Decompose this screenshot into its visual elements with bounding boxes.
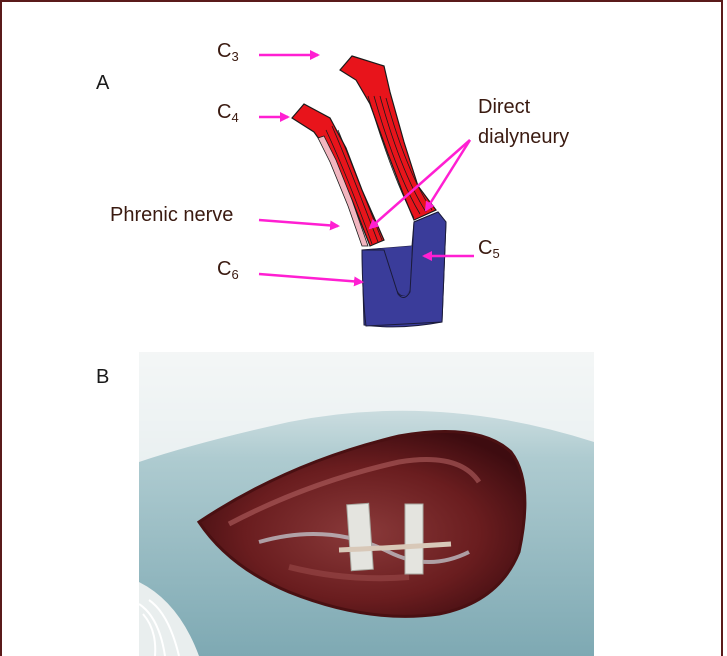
arrow-c6 [258,272,364,287]
arrow-dialyneury-right [424,139,472,212]
phrenic-nerve-strand [317,135,369,247]
panel-label-a: A [96,72,110,94]
label-c5: C5 [478,237,500,261]
arrow-dialyneury-left [368,139,471,230]
silicone-strip-right [404,503,424,575]
arrow-phrenic-nerve [258,218,340,231]
label-direct-dialyneury-line1: Direct [478,96,531,118]
label-c3: C3 [217,40,239,64]
label-direct-dialyneury-line2: dialyneury [478,126,570,148]
surgical-photo [139,352,594,656]
nerve-diagram [258,50,474,328]
label-c6: C6 [217,258,239,282]
panel-label-b: B [96,366,110,388]
silicone-strip-left [346,502,374,572]
label-c4: C4 [217,101,239,125]
c3-nerve [339,55,437,221]
label-phrenic-nerve: Phrenic nerve [110,204,234,226]
